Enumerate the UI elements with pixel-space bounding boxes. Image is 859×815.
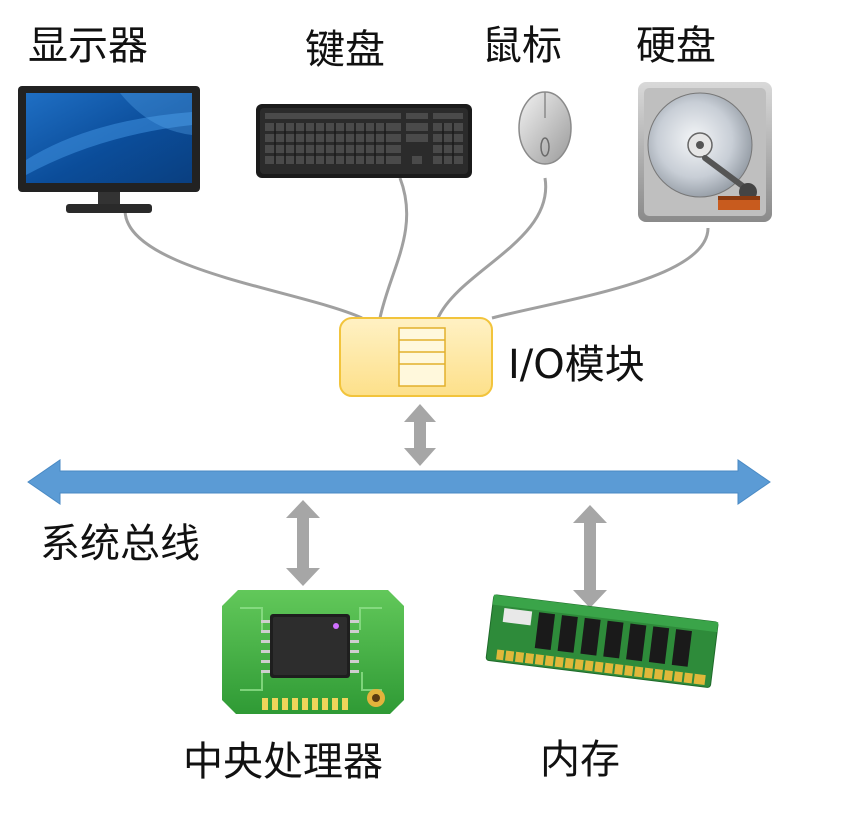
memory-bus-arrow xyxy=(573,505,607,608)
monitor-label: 显示器 xyxy=(28,23,148,69)
harddisk-label: 硬盘 xyxy=(636,23,716,69)
cable-harddisk xyxy=(491,227,710,320)
keyboard-icon xyxy=(256,104,472,178)
system-bus-label: 系统总线 xyxy=(40,521,200,567)
keyboard-label: 键盘 xyxy=(305,27,385,73)
io-module-label: I/O模块 xyxy=(508,342,645,388)
cpu-chip-icon xyxy=(222,590,404,714)
cable-keyboard xyxy=(378,177,409,319)
harddisk-icon xyxy=(638,82,772,222)
io-bus-arrow xyxy=(404,404,436,466)
monitor-icon xyxy=(18,86,200,213)
device-cables xyxy=(123,177,710,320)
memory-module-icon xyxy=(485,594,719,688)
cpu-label: 中央处理器 xyxy=(183,739,383,785)
cpu-bus-arrow xyxy=(286,500,320,586)
mouse-icon xyxy=(518,91,572,165)
system-bus-arrow xyxy=(27,459,771,505)
io-module-box xyxy=(339,317,493,397)
mouse-label: 鼠标 xyxy=(482,23,562,69)
cable-mouse xyxy=(436,177,548,319)
memory-label: 内存 xyxy=(540,737,620,783)
cable-monitor xyxy=(123,209,363,320)
